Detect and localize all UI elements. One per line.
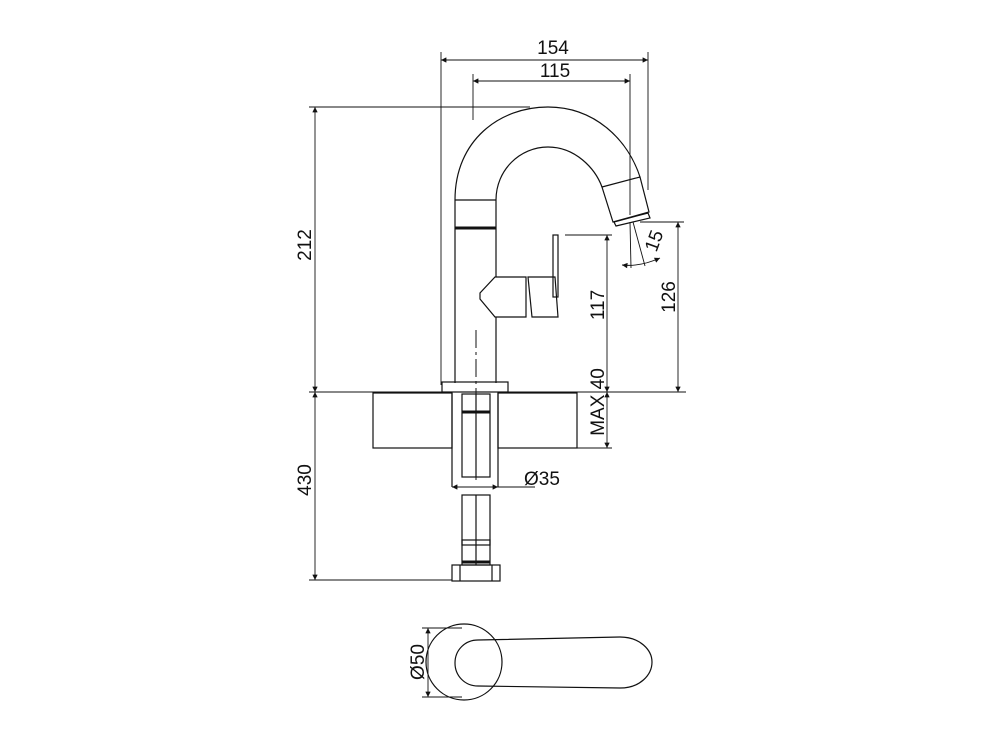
dim-50-label: Ø50 bbox=[408, 644, 429, 680]
dimension-max-40: MAX 40 bbox=[577, 368, 612, 449]
shank: Ø35 bbox=[451, 393, 560, 490]
aerator bbox=[613, 212, 651, 227]
dim-max-40-label: MAX 40 bbox=[588, 368, 609, 436]
dim-35-label: Ø35 bbox=[524, 469, 560, 490]
dimension-126: 126 bbox=[640, 221, 684, 392]
dimension-212: 212 bbox=[295, 106, 530, 392]
dimension-117: 117 bbox=[565, 234, 612, 392]
dimension-115: 115 bbox=[472, 61, 631, 215]
handle-lever bbox=[479, 234, 559, 318]
angle-15: 15 bbox=[621, 221, 668, 269]
dimension-430: 430 bbox=[295, 392, 452, 581]
supply-hose bbox=[451, 494, 501, 582]
dim-15-label: 15 bbox=[641, 228, 668, 255]
hose-nut bbox=[451, 564, 501, 582]
dim-126-label: 126 bbox=[659, 281, 680, 313]
dim-117-label: 117 bbox=[588, 290, 609, 320]
dimension-154: 154 bbox=[440, 38, 649, 385]
dim-430-label: 430 bbox=[295, 464, 316, 496]
base-flange bbox=[441, 381, 509, 393]
plan-view: Ø50 bbox=[408, 623, 653, 701]
countertop-section bbox=[372, 392, 578, 449]
dim-212-label: 212 bbox=[295, 229, 316, 261]
spout bbox=[454, 106, 651, 227]
dim-154-label: 154 bbox=[537, 38, 569, 59]
dim-115-label: 115 bbox=[540, 61, 570, 82]
